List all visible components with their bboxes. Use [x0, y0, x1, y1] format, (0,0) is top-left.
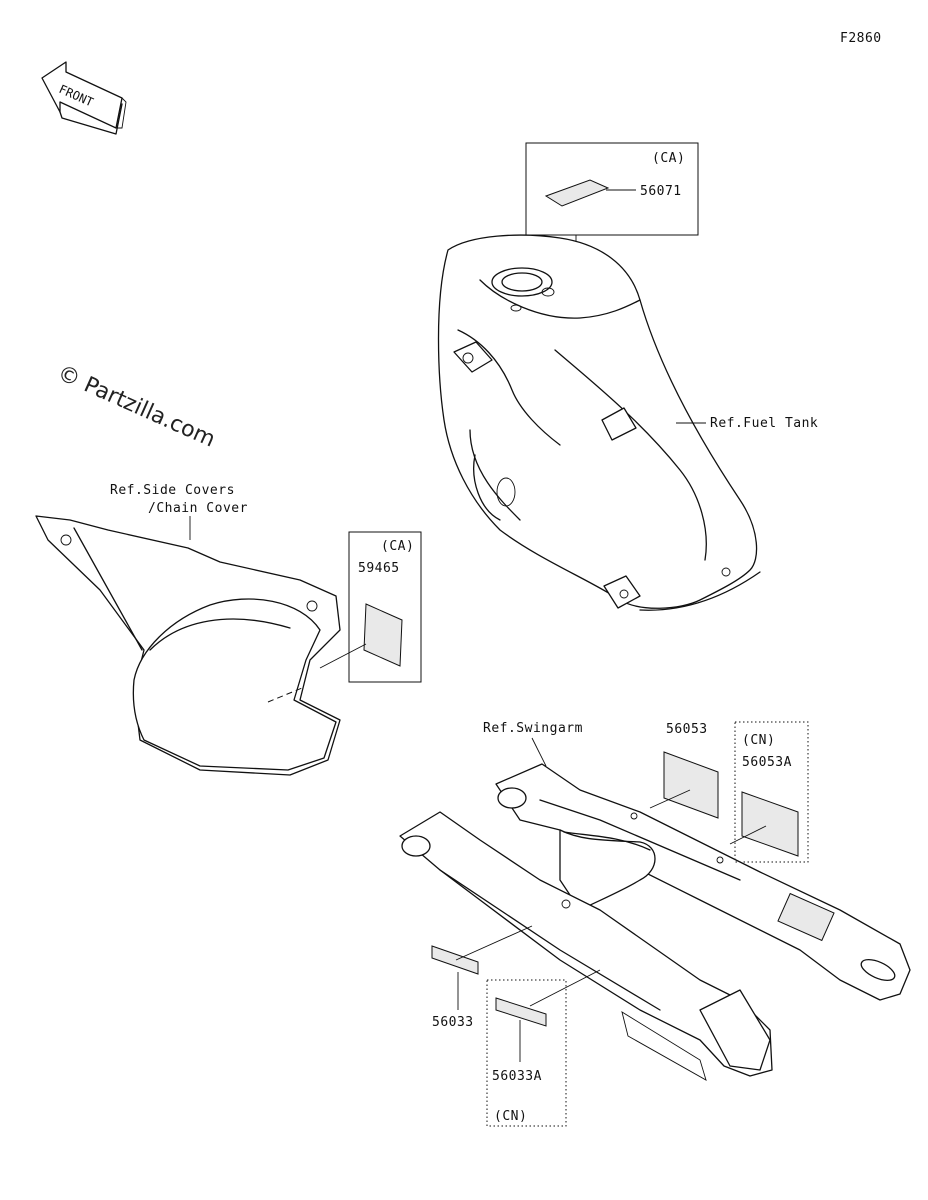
label-56033-sticker [431, 945, 479, 975]
label-56033a-sticker [495, 997, 547, 1027]
ca-box-59465 [348, 531, 422, 683]
cn-box-56033a [486, 979, 567, 1127]
ca-box-56071 [525, 142, 699, 236]
part-56053: 56053 [666, 722, 708, 737]
ref-swingarm: Ref.Swingarm [483, 721, 583, 736]
part-56033: 56033 [432, 1015, 474, 1030]
part-56071: 56071 [640, 184, 682, 199]
ref-side-covers-line2: /Chain Cover [148, 501, 248, 516]
swingarm-drawing [399, 763, 911, 1081]
label-59465-sticker [363, 603, 403, 667]
label-56053-sticker [663, 751, 719, 819]
figure-code: F2860 [840, 31, 882, 46]
part-56053a: 56053A [742, 755, 792, 770]
watermark: © Partzilla.com [54, 361, 219, 453]
region-ca-1: (CA) [652, 151, 685, 166]
ref-side-covers-line1: Ref.Side Covers [110, 483, 235, 498]
side-cover-drawing [35, 515, 341, 776]
region-cn-2: (CN) [494, 1109, 527, 1124]
region-ca-2: (CA) [381, 539, 414, 554]
label-56053a-sticker [741, 791, 799, 857]
cn-box-56053a [734, 721, 809, 863]
part-59465: 59465 [358, 561, 400, 576]
region-cn-1: (CN) [742, 733, 775, 748]
ref-fuel-tank: Ref.Fuel Tank [710, 416, 818, 431]
fuel-tank-drawing [437, 234, 761, 611]
part-56033a: 56033A [492, 1069, 542, 1084]
label-56071-sticker [544, 179, 610, 207]
front-arrow-icon: FRONT [41, 61, 127, 135]
